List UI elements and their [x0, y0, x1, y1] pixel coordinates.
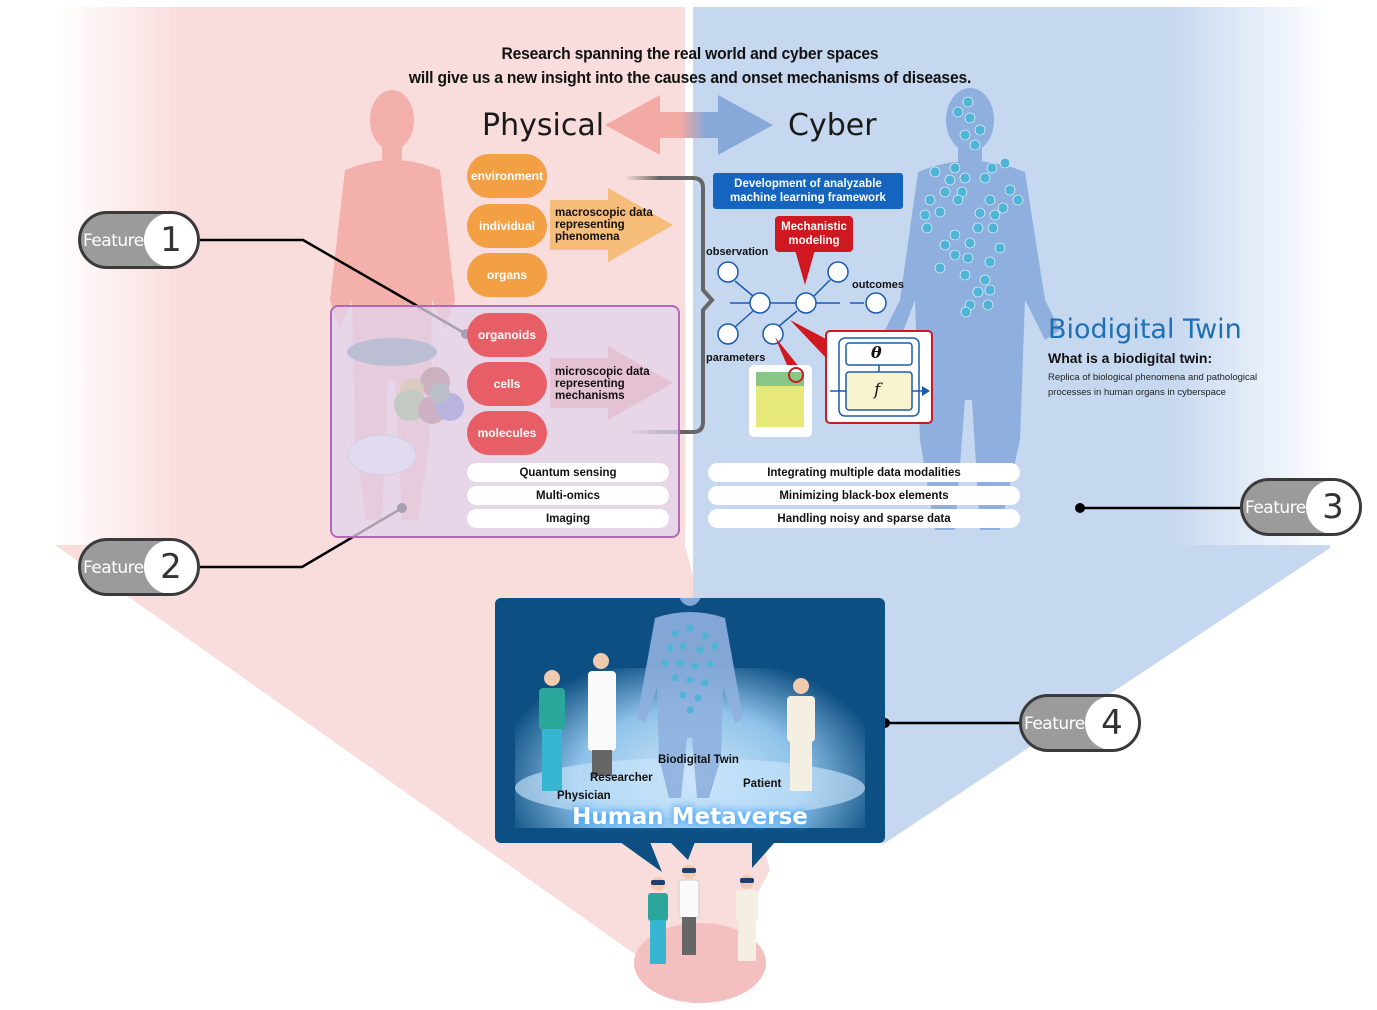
- mechanistic-pointer: [795, 250, 815, 285]
- micro-arrow-line-1: microscopic data: [555, 366, 650, 378]
- observation-label: observation: [706, 246, 769, 258]
- mechanistic-line-2: modeling: [788, 235, 840, 247]
- micro-arrow-line-2: representing: [555, 378, 625, 390]
- feature-label: Feature: [1245, 498, 1306, 518]
- function-pointer: [790, 320, 828, 360]
- hidden-node-2: [795, 292, 817, 314]
- macro-item-organs: organs: [467, 253, 547, 297]
- biodigital-twin-title: Biodigital Twin: [1048, 314, 1242, 345]
- speech-tail-mid: [670, 842, 695, 860]
- feature-number: 3: [1306, 481, 1359, 533]
- data-connector-bracket: [625, 176, 715, 434]
- macro-arrow: [550, 188, 673, 262]
- headline: Research spanning the real world and cyb…: [331, 42, 1049, 90]
- technology-imaging: Imaging: [467, 509, 669, 528]
- technology-quantum-sensing: Quantum sensing: [467, 463, 669, 482]
- physician-label: Physician: [557, 790, 611, 802]
- feature-badge-4[interactable]: Feature 4: [1019, 694, 1141, 752]
- hidden-node-3: [762, 323, 784, 345]
- parameters-node: [717, 323, 739, 345]
- framework-title-line-1: Development of analyzable: [734, 178, 882, 190]
- challenge-black-box: Minimizing black-box elements: [708, 486, 1020, 505]
- headline-line-1: Research spanning the real world and cyb…: [501, 44, 879, 63]
- headline-line-2: will give us a new insight into the caus…: [408, 68, 972, 87]
- macro-arrow-line-2: representing: [555, 219, 625, 231]
- researcher-figure: [588, 653, 616, 776]
- feature-badge-3[interactable]: Feature 3: [1240, 478, 1362, 536]
- challenge-noisy-sparse-data: Handling noisy and sparse data: [708, 509, 1020, 528]
- feature-badge-2[interactable]: Feature 2: [78, 538, 200, 596]
- human-metaverse-title: Human Metaverse: [572, 804, 808, 830]
- hidden-node-1: [749, 292, 771, 314]
- ml-graph: [717, 261, 887, 345]
- feature-number: 1: [144, 214, 197, 266]
- description-line-2: processes in human organs in cyberspace: [1048, 387, 1226, 398]
- macro-arrow-label: macroscopic data representing phenomena: [555, 207, 653, 243]
- physical-label: Physical: [482, 108, 605, 143]
- outcomes-node: [865, 292, 887, 314]
- mechanistic-line-1: Mechanistic: [781, 221, 847, 233]
- twin-network: [661, 624, 719, 714]
- macro-arrow-line-3: phenomena: [555, 231, 620, 243]
- metaverse-figures: [539, 598, 815, 798]
- real-world-floor: [634, 923, 766, 1003]
- network-nodes: [919, 96, 1024, 318]
- vr-physician-figure: [648, 877, 668, 964]
- cyber-label: Cyber: [788, 108, 877, 143]
- theta-symbol: θ: [871, 343, 882, 362]
- micro-item-molecules: molecules: [467, 411, 547, 455]
- feature-label: Feature: [83, 558, 144, 578]
- biodigital-twin-subtitle: What is a biodigital twin:: [1048, 350, 1213, 366]
- parameters-label: parameters: [706, 352, 766, 364]
- researcher-label: Researcher: [590, 772, 653, 784]
- physician-figure: [539, 670, 565, 791]
- macro-arrow-line-1: macroscopic data: [555, 207, 653, 219]
- patient-figure: [787, 678, 815, 791]
- feature-label: Feature: [1024, 714, 1085, 734]
- macro-item-individual: individual: [467, 204, 547, 248]
- micro-item-cells: cells: [467, 362, 547, 406]
- twin-figure: [637, 598, 743, 798]
- twin-label: Biodigital Twin: [658, 754, 739, 766]
- observation-node: [717, 261, 739, 283]
- micro-arrow-label: microscopic data representing mechanisms: [555, 366, 650, 402]
- framework-title-box: Development of analyzable machine learni…: [713, 173, 903, 209]
- feature-number: 2: [144, 541, 197, 593]
- vr-researcher-figure: [678, 865, 700, 955]
- challenge-multiple-modalities: Integrating multiple data modalities: [708, 463, 1020, 482]
- micro-item-organoids: organoids: [467, 313, 547, 357]
- physical-cyber-arrow: [605, 95, 773, 155]
- vr-patient-figure: [736, 875, 758, 961]
- framework-title-line-2: machine learning framework: [730, 192, 886, 204]
- patient-label: Patient: [743, 778, 782, 790]
- mechanistic-modeling-callout: Mechanistic modeling: [775, 216, 853, 252]
- hidden-node-4: [827, 261, 849, 283]
- micro-arrow-line-3: mechanisms: [555, 390, 625, 402]
- function-symbol: f: [874, 380, 881, 400]
- outcomes-label: outcomes: [852, 279, 904, 291]
- feature-badge-1[interactable]: Feature 1: [78, 211, 200, 269]
- description-line-1: Replica of biological phenomena and path…: [1048, 372, 1258, 383]
- biodigital-twin-description: Replica of biological phenomena and path…: [1048, 370, 1257, 400]
- cube-pointer: [775, 337, 800, 372]
- feature-number: 4: [1085, 697, 1138, 749]
- macro-item-environment: environment: [467, 154, 547, 198]
- feature-label: Feature: [83, 231, 144, 251]
- speech-tail-left: [620, 842, 662, 872]
- human-metaverse-panel: Researcher Physician Biodigital Twin Pat…: [495, 598, 885, 843]
- speech-tail-right: [752, 842, 775, 868]
- technology-multi-omics: Multi-omics: [467, 486, 669, 505]
